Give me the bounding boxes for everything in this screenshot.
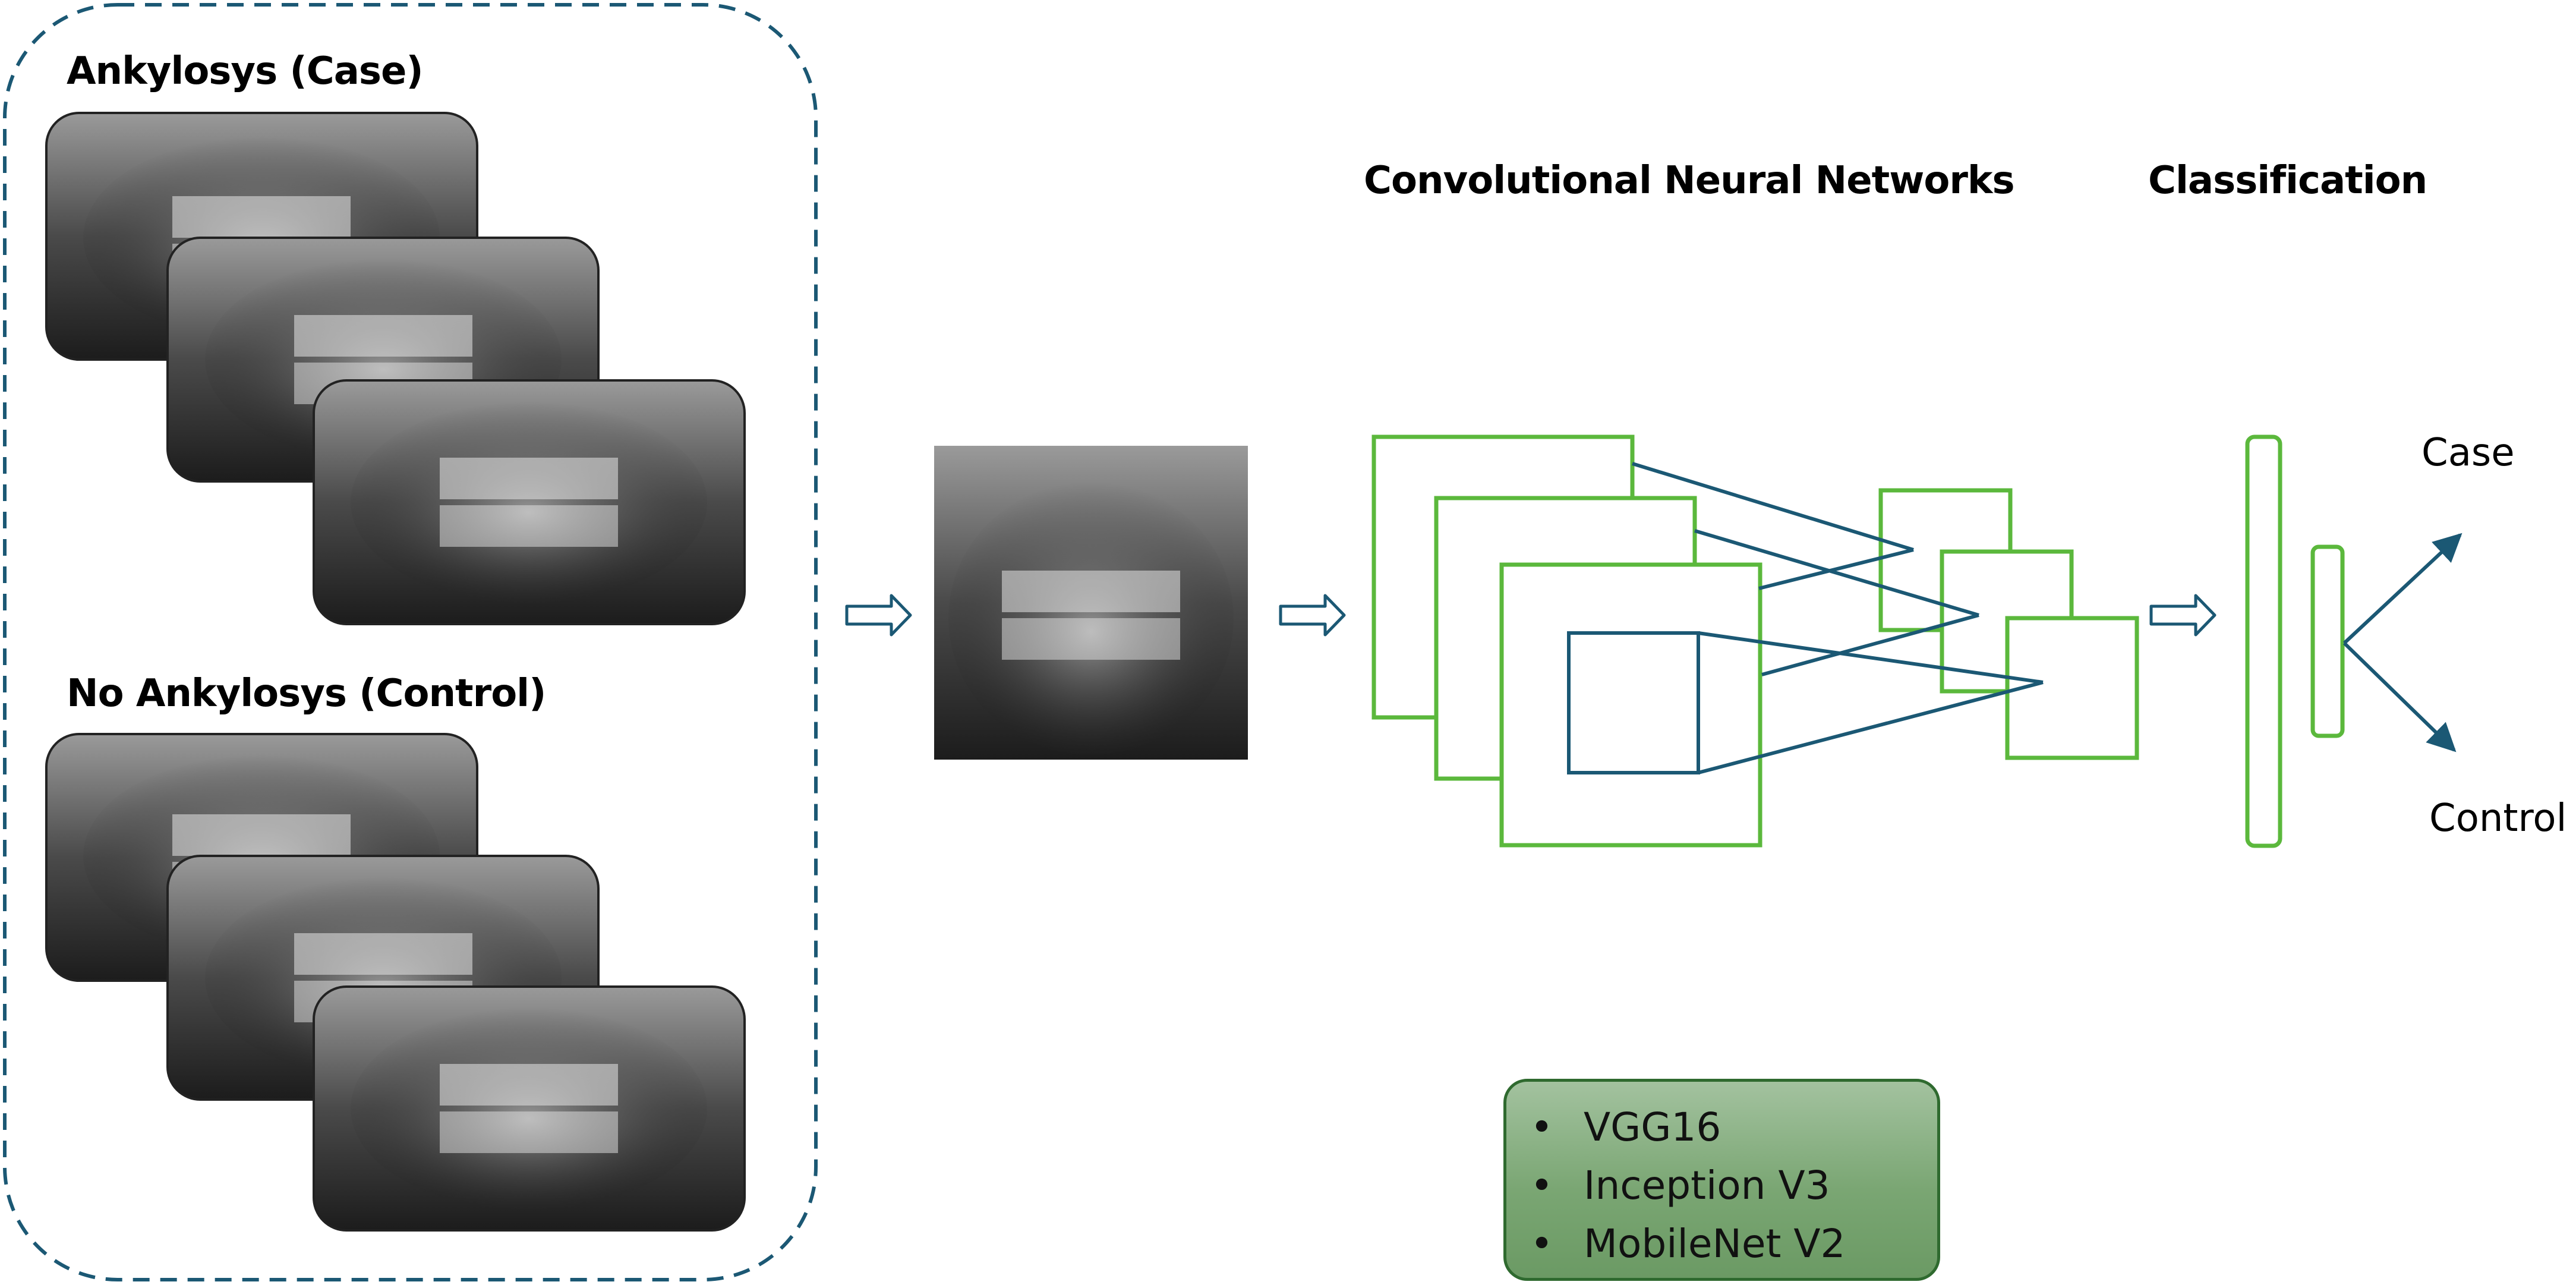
model-name: Inception V3 — [1584, 1163, 1830, 1208]
cnn-connections — [1632, 462, 2044, 774]
control-group-label: No Ankylosys (Control) — [67, 672, 546, 716]
cnn-layers — [1371, 434, 2139, 848]
input-group-border — [3, 3, 818, 1281]
hollow-arrow-icon — [845, 594, 912, 637]
output-control-label: Control — [2429, 796, 2567, 840]
cnn-layer-3 — [1499, 562, 1762, 848]
cnn-kernel — [1567, 631, 1700, 774]
input-xray-image — [934, 446, 1248, 760]
case-xray-stack — [45, 112, 746, 625]
cnn-heading: Convolutional Neural Networks — [1364, 159, 2015, 203]
model-name: VGG16 — [1584, 1104, 1721, 1150]
case-xray-3 — [313, 379, 746, 625]
dense-layer-1 — [2245, 434, 2282, 848]
classification-heading: Classification — [2148, 159, 2427, 203]
bullet-icon: • — [1530, 1163, 1553, 1208]
model-item: • Inception V3 — [1530, 1157, 1937, 1215]
output-case-label: Case — [2421, 431, 2515, 475]
arrow-to-case-icon — [2342, 533, 2463, 645]
model-name: MobileNet V2 — [1584, 1221, 1846, 1267]
models-box: • VGG16 • Inception V3 • MobileNet V2 — [1503, 1079, 1940, 1281]
model-item: • MobileNet V2 — [1530, 1215, 1937, 1273]
control-xray-stack — [45, 733, 746, 1232]
bullet-icon: • — [1530, 1104, 1553, 1150]
arrow-to-control-icon — [2342, 641, 2457, 752]
control-xray-3 — [313, 985, 746, 1232]
hollow-arrow-icon — [2149, 594, 2216, 637]
models-list: • VGG16 • Inception V3 • MobileNet V2 — [1506, 1082, 1937, 1273]
dense-layer-2 — [2310, 544, 2345, 738]
feature-map-3 — [2005, 616, 2139, 760]
model-item: • VGG16 — [1530, 1098, 1937, 1157]
case-group-label: Ankylosys (Case) — [67, 49, 424, 93]
hollow-arrow-icon — [1279, 594, 1346, 637]
bullet-icon: • — [1530, 1221, 1553, 1267]
